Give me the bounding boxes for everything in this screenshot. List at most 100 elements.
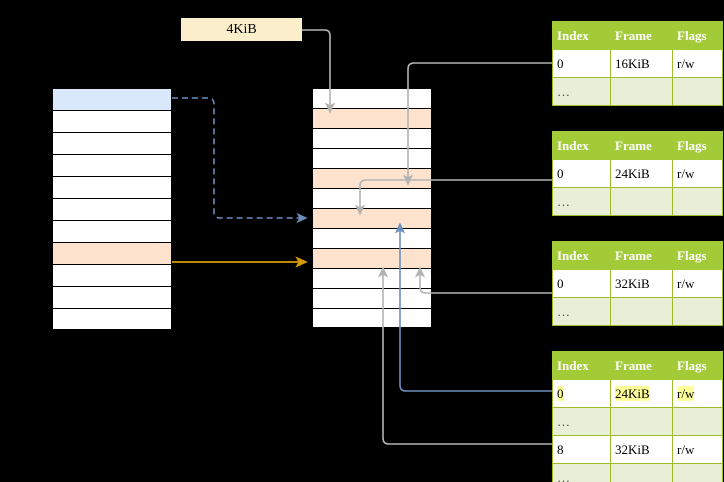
- left-memory-cell-0[interactable]: [52, 88, 172, 110]
- page-table-1-cell-r0-c0[interactable]: 0: [552, 49, 611, 78]
- page-table-4-cell-r1-c0[interactable]: …: [552, 407, 611, 436]
- page-table-4-cell-r2-c1[interactable]: 32KiB: [610, 435, 673, 464]
- page-table-3-text: 0: [557, 275, 564, 291]
- page-table-3-cell-r0-c2[interactable]: r/w: [672, 269, 723, 298]
- page-table-4-cell-r2-c2[interactable]: r/w: [672, 435, 723, 464]
- page-table-2-row[interactable]: …: [552, 187, 723, 216]
- page-table-4-text: 8: [557, 441, 564, 457]
- middle-memory-cell-5[interactable]: [312, 188, 432, 208]
- connector-left-blue-to-middle-cell-6: [172, 97, 308, 224]
- page-table-4-header-frame: Frame: [610, 351, 673, 380]
- middle-memory-cell-1[interactable]: [312, 108, 432, 128]
- page-table-1-text: …: [557, 83, 571, 99]
- page-table-4-cell-r3-c2[interactable]: [672, 463, 723, 482]
- middle-memory-cell-8[interactable]: [312, 248, 432, 268]
- page-table-4-text: 32KiB: [615, 441, 650, 457]
- left-memory-cell-4[interactable]: [52, 176, 172, 198]
- page-table-3-cell-r1-c1[interactable]: [610, 297, 673, 326]
- middle-memory-cell-11[interactable]: [312, 308, 432, 328]
- page-table-3-text: 32KiB: [615, 275, 650, 291]
- page-table-4-cell-r1-c2[interactable]: [672, 407, 723, 436]
- middle-memory-cell-10[interactable]: [312, 288, 432, 308]
- middle-memory-column: [312, 88, 432, 328]
- page-table-2-text: 24KiB: [615, 165, 650, 181]
- page-table-4-header-flags: Flags: [672, 351, 723, 380]
- page-table-4-row[interactable]: 0 24KiB r/w: [552, 379, 723, 408]
- page-table-3-cell-r0-c0[interactable]: 0: [552, 269, 611, 298]
- page-table-4-header-index: Index: [552, 351, 611, 380]
- page-table-1-cell-r0-c1[interactable]: 16KiB: [610, 49, 673, 78]
- left-memory-cell-1[interactable]: [52, 110, 172, 132]
- middle-memory-cell-0[interactable]: [312, 88, 432, 108]
- page-table-2-text: …: [557, 193, 571, 209]
- page-table-1-row[interactable]: …: [552, 77, 723, 106]
- page-table-4-cell-r3-c0[interactable]: …: [552, 463, 611, 482]
- page-table-3-text: …: [557, 303, 571, 319]
- page-table-1-cell-r1-c1[interactable]: [610, 77, 673, 106]
- page-table-2-cell-r0-c0[interactable]: 0: [552, 159, 611, 188]
- page-table-3-text: r/w: [677, 275, 695, 291]
- page-table-2-cell-r0-c1[interactable]: 24KiB: [610, 159, 673, 188]
- left-memory-cell-8[interactable]: [52, 264, 172, 286]
- left-memory-cell-5[interactable]: [52, 198, 172, 220]
- page-table-4-row[interactable]: 8 32KiB r/w: [552, 435, 723, 464]
- page-table-4-text: 24KiB: [615, 385, 650, 401]
- page-table-4-cell-r0-c2[interactable]: r/w: [672, 379, 723, 408]
- page-table-3-row[interactable]: …: [552, 297, 723, 326]
- page-table-3-cell-r1-c0[interactable]: …: [552, 297, 611, 326]
- page-table-2-header-frame: Frame: [610, 131, 673, 160]
- page-table-2-cell-r0-c2[interactable]: r/w: [672, 159, 723, 188]
- page-table-2-header-flags: Flags: [672, 131, 723, 160]
- page-table-2-header-index: Index: [552, 131, 611, 160]
- page-table-4-cell-r0-c1[interactable]: 24KiB: [610, 379, 673, 408]
- middle-memory-cell-6[interactable]: [312, 208, 432, 228]
- page-table-1-cell-r1-c2[interactable]: [672, 77, 723, 106]
- page-table-2-text: 0: [557, 165, 564, 181]
- page-table-4-row[interactable]: …: [552, 463, 723, 482]
- size-label-4kib: 4KiB: [181, 18, 302, 41]
- page-table-2-text: r/w: [677, 165, 695, 181]
- left-memory-cell-7[interactable]: [52, 242, 172, 264]
- page-table-3-row[interactable]: 0 32KiB r/w: [552, 269, 723, 298]
- page-table-3-cell-r0-c1[interactable]: 32KiB: [610, 269, 673, 298]
- middle-memory-cell-9[interactable]: [312, 268, 432, 288]
- page-table-4-cell-r0-c0[interactable]: 0: [552, 379, 611, 408]
- left-memory-cell-2[interactable]: [52, 132, 172, 154]
- left-memory-cell-6[interactable]: [52, 220, 172, 242]
- page-table-2-cell-r1-c2[interactable]: [672, 187, 723, 216]
- page-table-3-header-frame: Frame: [610, 241, 673, 270]
- page-table-2-row[interactable]: 0 24KiB r/w: [552, 159, 723, 188]
- page-table-4-row[interactable]: …: [552, 407, 723, 436]
- left-memory-cell-3[interactable]: [52, 154, 172, 176]
- middle-memory-cell-4[interactable]: [312, 168, 432, 188]
- page-table-1-cell-r0-c2[interactable]: r/w: [672, 49, 723, 78]
- middle-memory-cell-3[interactable]: [312, 148, 432, 168]
- page-table-2-cell-r1-c0[interactable]: …: [552, 187, 611, 216]
- left-memory-cell-10[interactable]: [52, 308, 172, 330]
- page-table-3-cell-r1-c2[interactable]: [672, 297, 723, 326]
- page-table-1-text: r/w: [677, 55, 695, 71]
- middle-memory-cell-2[interactable]: [312, 128, 432, 148]
- page-table-3-header-index: Index: [552, 241, 611, 270]
- page-table-3-header-flags: Flags: [672, 241, 723, 270]
- left-memory-cell-9[interactable]: [52, 286, 172, 308]
- page-table-1-cell-r1-c0[interactable]: …: [552, 77, 611, 106]
- middle-memory-cell-7[interactable]: [312, 228, 432, 248]
- page-table-1-header-flags: Flags: [672, 21, 723, 50]
- page-table-4-text: 0: [557, 385, 564, 401]
- page-table-1-header-frame: Frame: [610, 21, 673, 50]
- page-table-2-cell-r1-c1[interactable]: [610, 187, 673, 216]
- page-table-4-cell-r3-c1[interactable]: [610, 463, 673, 482]
- connector-table-3-row-0-to-middle-cell-8: [414, 266, 552, 294]
- page-table-4-cell-r1-c1[interactable]: [610, 407, 673, 436]
- page-table-4-cell-r2-c0[interactable]: 8: [552, 435, 611, 464]
